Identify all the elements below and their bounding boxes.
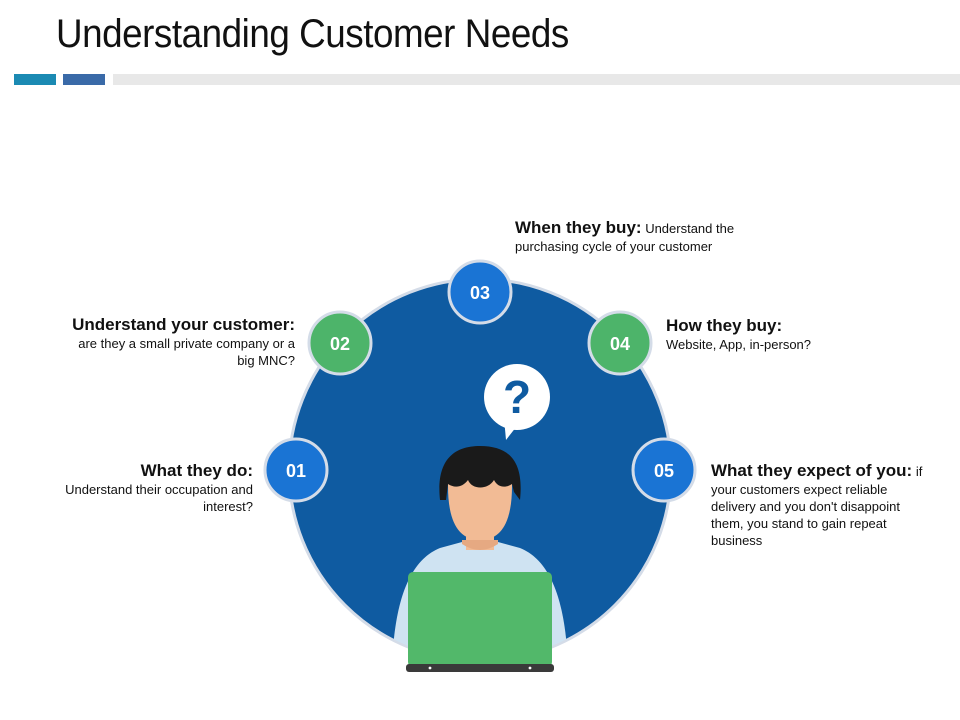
person-hair <box>439 446 521 500</box>
step-body: if your customers expect reliable delive… <box>711 464 923 548</box>
svg-text:05: 05 <box>654 461 674 481</box>
svg-text:03: 03 <box>470 283 490 303</box>
step-body: are they a small private company or a bi… <box>78 336 295 368</box>
question-bubble: ? <box>484 364 550 440</box>
accent-bar-teal <box>14 74 56 85</box>
step-caption-01: What they do: Understand their occupatio… <box>40 460 253 515</box>
step-badge-02: 02 <box>307 310 373 376</box>
step-heading: Understand your customer: <box>72 315 295 334</box>
step-caption-04: How they buy: Website, App, in-person? <box>666 315 866 353</box>
laptop-base <box>406 664 554 672</box>
question-mark: ? <box>503 371 531 423</box>
step-body: Understand their occupation and interest… <box>65 482 253 514</box>
svg-text:01: 01 <box>286 461 306 481</box>
svg-text:04: 04 <box>610 334 630 354</box>
person-face <box>448 476 512 540</box>
step-caption-03: When they buy: Understand the purchasing… <box>515 217 795 255</box>
accent-bar-blue <box>63 74 105 85</box>
step-body: Website, App, in-person? <box>666 337 812 352</box>
step-heading: How they buy: <box>666 316 783 335</box>
step-heading: What they do: <box>140 461 253 480</box>
step-badge-05: 05 <box>631 437 697 503</box>
step-caption-05: What they expect of you: if your custome… <box>711 460 931 549</box>
step-caption-02: Understand your customer: are they a sma… <box>60 314 295 369</box>
laptop-screen <box>408 572 552 667</box>
step-badge-03: 03 <box>447 259 513 325</box>
svg-text:02: 02 <box>330 334 350 354</box>
accent-bar-grey <box>113 74 960 85</box>
step-heading: When they buy: <box>515 218 642 237</box>
step-body: Understand the purchasing cycle of your … <box>515 221 735 254</box>
page-title: Understanding Customer Needs <box>56 12 569 56</box>
person-illustration <box>392 446 568 672</box>
step-badge-01: 01 <box>263 437 329 503</box>
step-badge-04: 04 <box>587 310 653 376</box>
step-heading: What they expect of you: <box>711 461 913 480</box>
